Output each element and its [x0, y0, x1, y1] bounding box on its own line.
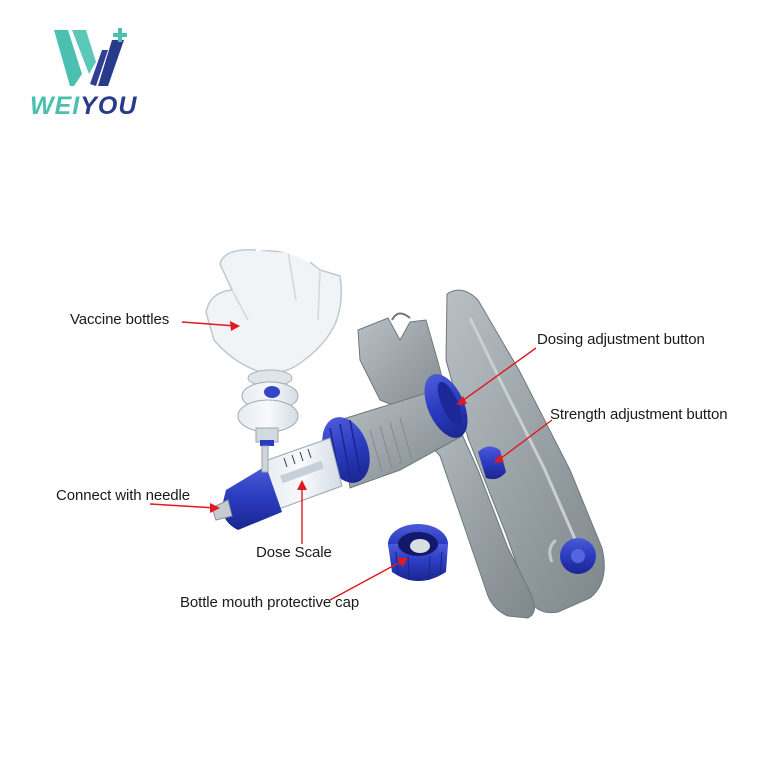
brand-name-part2: YOU [80, 92, 138, 120]
strength-adjustment-knob [478, 446, 506, 480]
label-connect-with-needle: Connect with needle [56, 487, 191, 504]
brand-name-part1: WEI [30, 92, 81, 120]
label-vaccine-bottles: Vaccine bottles [70, 311, 170, 328]
needle-connector [222, 466, 282, 530]
bottle-protective-cap [388, 524, 448, 581]
label-strength-adjustment-button: Strength adjustment button [550, 406, 728, 423]
vaccine-bottle-holder [205, 249, 343, 374]
label-bottle-mouth-protective-cap: Bottle mouth protective cap [180, 594, 360, 611]
callout-arrows [149, 321, 553, 601]
brand-name: WEIYOU [30, 92, 137, 121]
w-plus-logo-icon [54, 28, 127, 86]
label-dosing-adjustment-button: Dosing adjustment button [537, 331, 705, 348]
label-dose-scale: Dose Scale [256, 544, 332, 561]
